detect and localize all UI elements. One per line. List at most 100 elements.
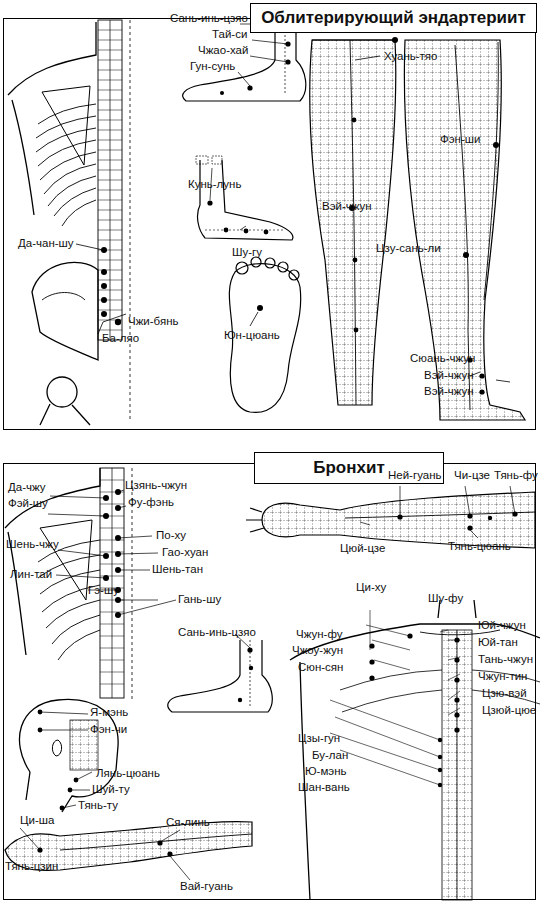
panel-heading: Облитерирующий эндартериит (250, 3, 537, 33)
acupoint-dot (407, 633, 412, 638)
point-label: По-ху (156, 529, 186, 542)
point-label: Юн-цюань (224, 329, 280, 342)
acupoint-dot (224, 228, 229, 233)
point-label: Кунь-лунь (188, 178, 241, 191)
arm-figure (20, 828, 190, 880)
panel-frame: Бронхит (3, 463, 536, 900)
acupoint-dot (38, 728, 43, 733)
arm-figure (262, 492, 535, 548)
acupoint-dot (157, 840, 162, 845)
acupoint-dot (247, 647, 252, 652)
point-label: Сань-инь-цзяо (170, 12, 248, 25)
point-label: Шу-гу (232, 246, 262, 259)
point-label: Фэн-ши (440, 133, 480, 146)
point-label: Цюй-цзе (340, 542, 385, 555)
back-figure (76, 244, 126, 334)
point-label: Цзюй-цюе (482, 704, 536, 717)
sole-figure (251, 257, 261, 267)
point-label: Тянь-фу (494, 469, 538, 482)
acupoint-dot (488, 516, 492, 520)
back-figure (112, 468, 113, 698)
acupoint-dot (285, 59, 290, 64)
point-label: Цзу-сань-ли (376, 242, 441, 255)
acupoint-dot (369, 633, 459, 787)
acupoint-dot (467, 525, 472, 530)
back-figure (8, 20, 130, 425)
foot-figure (212, 156, 222, 164)
acupoint-dot (397, 514, 402, 519)
acupoint-dot (438, 738, 442, 742)
acupoint-dot (354, 328, 359, 333)
acupoint-dot (38, 710, 43, 715)
acupoint-dot (101, 247, 107, 253)
back-figure (130, 20, 131, 420)
point-label: Юй-тан (478, 636, 518, 649)
acupoint-dot (463, 252, 469, 258)
acupoint-dot (238, 698, 242, 702)
acupoint-dot (115, 597, 121, 603)
back-figure (5, 468, 176, 700)
acupoint-dot (238, 647, 253, 702)
arm-figure (246, 508, 264, 532)
point-label: Ней-гуань (388, 469, 442, 482)
back-figure (32, 262, 98, 360)
point-label: Тянь-цюань (448, 540, 511, 553)
acupoint-dot (115, 612, 121, 618)
acupoint-dot (167, 851, 172, 856)
panel-frame: Облитерирующий эндартериит (3, 18, 536, 430)
acupoint-dot (115, 567, 121, 573)
acupoint-dot (369, 659, 374, 664)
back-figure (42, 293, 85, 301)
point-label: Чжун-тин (478, 670, 527, 683)
back-figure (100, 468, 124, 698)
acupoint-dot (207, 200, 268, 234)
point-label: Шень-тан (152, 563, 203, 576)
point-label: Вэй-чжун (322, 200, 372, 213)
acupoint-dot (438, 783, 442, 787)
point-label: Сюн-сян (298, 661, 343, 674)
acupoint-dot (369, 675, 374, 680)
acupoint-dot (397, 511, 517, 530)
point-label: Ци-ху (356, 581, 386, 594)
acupoint-dot (101, 247, 121, 325)
chest-figure (440, 630, 460, 715)
leg-figure (404, 40, 525, 420)
sole-figure (250, 312, 258, 326)
point-label: Я-мэнь (90, 706, 128, 719)
leg-figure (312, 39, 395, 40)
acupoint-dot (438, 768, 442, 772)
acupoint-dot (454, 637, 459, 642)
acupoint-dot (349, 37, 398, 332)
point-label: Лянь-цюань (96, 767, 160, 780)
back-figure (5, 468, 100, 528)
acupoint-dot (103, 575, 109, 581)
acupoint-dot (454, 727, 459, 732)
point-label: Цзянь-чжун (125, 479, 187, 492)
acupoint-dot (60, 806, 65, 811)
acupoint-dot (115, 319, 121, 325)
head-figure (40, 712, 92, 808)
point-label: Чжоу-жун (292, 644, 343, 657)
leg-figure (404, 40, 525, 420)
acupoint-dot (37, 847, 42, 852)
point-label: Фэй-шу (8, 497, 48, 510)
foot-figure (210, 168, 246, 230)
back-figure (42, 86, 90, 165)
point-label: Шу-фу (428, 592, 463, 605)
acupoint-dot (467, 513, 472, 518)
acupoint-dot (247, 85, 252, 90)
acupoint-dot (392, 37, 398, 43)
acupoint-dot (101, 283, 107, 289)
chest-figure (442, 630, 472, 900)
acupoint-dot (103, 489, 121, 618)
point-label: Гао-хуан (162, 546, 208, 559)
back-figure (98, 30, 122, 330)
chest-figure (290, 600, 540, 900)
acupoint-dot (493, 142, 499, 148)
point-label: Тянь-цзин (5, 860, 58, 873)
acupoint-dot (454, 712, 459, 717)
point-label: Шан-вань (298, 781, 350, 794)
acupoint-dot (38, 710, 79, 811)
point-label: Ба-ляо (102, 332, 139, 345)
